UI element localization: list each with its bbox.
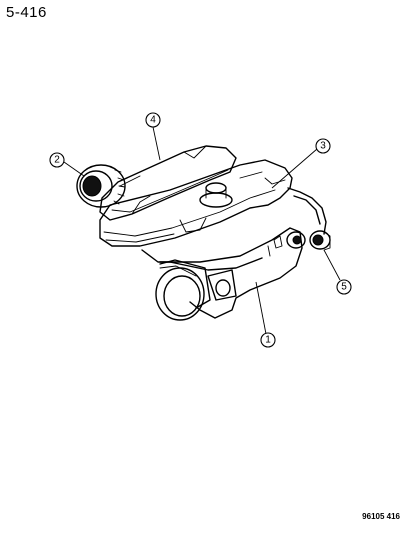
callout-5: 5 (323, 249, 352, 295)
brake-line-fitting (287, 187, 331, 251)
page-number: 5-416 (6, 4, 47, 21)
callout-3: 3 (271, 138, 331, 189)
filler-cap (76, 164, 126, 208)
reservoir (99, 159, 293, 247)
callout-2: 2 (49, 152, 85, 177)
master-cylinder-front-plug (155, 265, 205, 321)
callout-4-label: 4 (150, 115, 156, 126)
reservoir-inner-fitting (179, 182, 233, 233)
callout-1-label: 1 (265, 335, 271, 346)
callout-1: 1 (255, 281, 276, 348)
figure-code: 96105 416 (362, 512, 400, 521)
callout-2-label: 2 (54, 155, 60, 166)
master-cylinder-body (141, 227, 306, 319)
callout-3-label: 3 (320, 141, 326, 152)
callout-5-label: 5 (341, 282, 347, 293)
callout-4: 4 (145, 112, 161, 161)
reservoir-lid (99, 145, 237, 221)
